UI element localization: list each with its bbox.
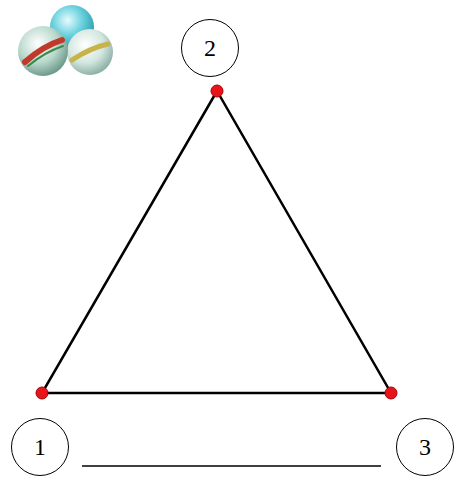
vertex-dot [36,387,48,399]
vertex-number: 2 [204,36,216,60]
number-circle: 3 [396,418,454,476]
answer-line [82,465,381,467]
vertex-dot [211,85,223,97]
triangle-outline [42,91,391,393]
vertex-dot [385,387,397,399]
number-circle: 2 [181,19,239,77]
vertex-number: 1 [34,435,46,459]
vertex-number: 3 [419,435,431,459]
marbles-picture [18,5,113,76]
number-circle: 1 [11,418,69,476]
